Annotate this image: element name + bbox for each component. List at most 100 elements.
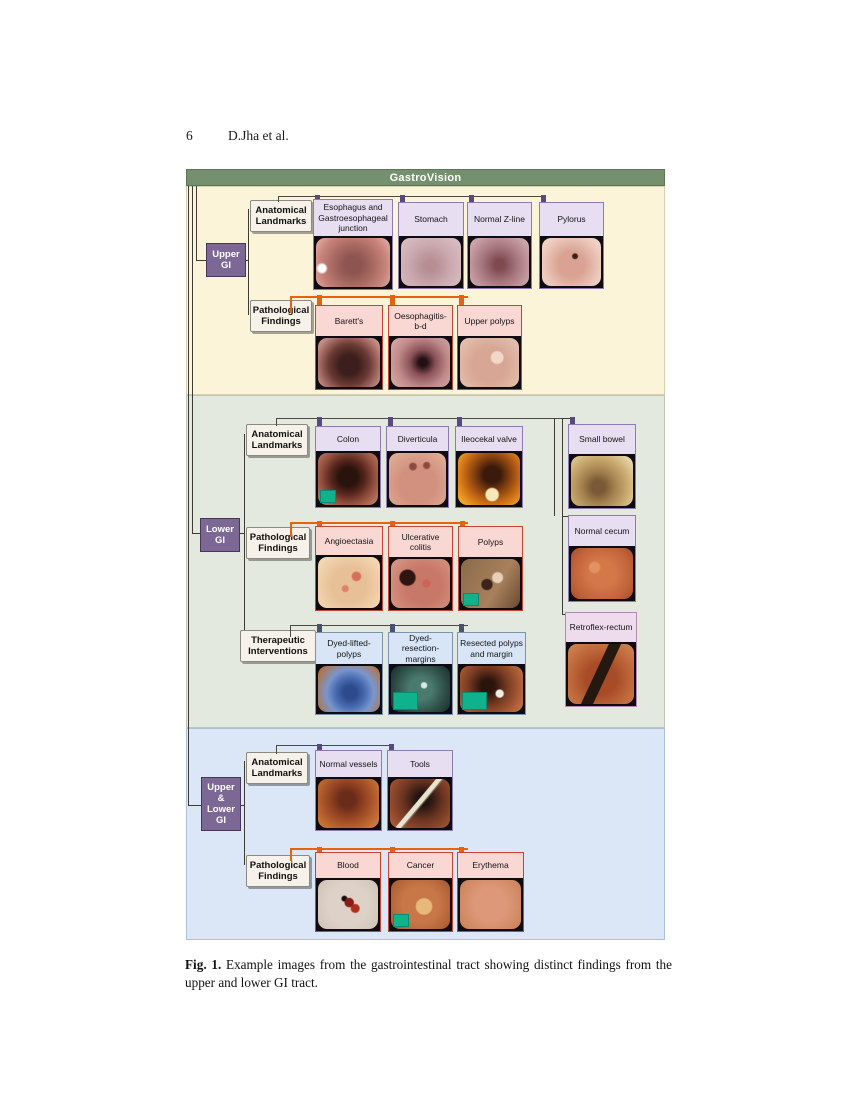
category-label: Pathological Findings xyxy=(246,855,310,887)
running-header: D.Jha et al. xyxy=(228,128,289,143)
connector-line xyxy=(562,516,572,518)
node-label-line: Upper xyxy=(212,249,240,260)
row-connector-drop xyxy=(276,418,278,426)
row-connector-line xyxy=(290,848,468,851)
endoscopy-image-retroflex-rectum xyxy=(566,642,636,706)
category-card-stomach: Stomach xyxy=(398,202,464,289)
card-label: Oesophagitis-b-d xyxy=(394,310,447,332)
endoscopy-view xyxy=(318,880,378,929)
row-connector-line xyxy=(290,296,468,299)
card-label: Normal vessels xyxy=(319,758,378,769)
endoscopy-image-pylorus xyxy=(540,236,603,288)
connector-line xyxy=(241,805,245,807)
connector-line xyxy=(192,533,200,535)
card-label: Tools xyxy=(410,758,430,769)
connector-line xyxy=(244,434,246,641)
green-annotation-box xyxy=(393,692,418,710)
card-label: Stomach xyxy=(414,214,448,225)
endoscopy-image-dyed-lifted-polyps xyxy=(316,664,382,714)
endoscopy-view xyxy=(318,666,380,712)
row-connector-line xyxy=(278,196,545,198)
card-label: Resected polyps and margin xyxy=(460,638,523,659)
endoscopy-view xyxy=(391,559,450,608)
endoscopy-image-polyps xyxy=(459,557,522,610)
card-label: Colon xyxy=(336,433,360,444)
category-card-upper-polyps: Upper polyps xyxy=(457,305,522,390)
category-card-diverticula: Diverticula xyxy=(386,426,449,508)
category-label-text: Pathological Findings xyxy=(252,305,310,327)
category-label: Anatomical Landmarks xyxy=(246,752,308,784)
endoscopy-view xyxy=(401,238,461,286)
card-label: Blood xyxy=(337,860,359,871)
card-label: Diverticula xyxy=(397,433,438,444)
card-label: Dyed-resection-margins xyxy=(401,632,440,664)
endoscopy-image-tools xyxy=(388,777,452,830)
tree-trunk-line xyxy=(188,186,190,805)
category-card-resected-polyps: Resected polyps and margin xyxy=(457,632,526,715)
endoscopy-image-resected-polyps xyxy=(458,664,525,714)
endoscopy-view xyxy=(542,238,601,286)
category-card-dyed-resection-margins: Dyed-resection-margins xyxy=(388,632,453,715)
page-number: 6 xyxy=(186,128,193,143)
card-label: Ileocekal valve xyxy=(461,433,517,444)
endoscopy-image-angioectasia xyxy=(316,555,382,610)
row-connector-drop xyxy=(290,296,293,313)
category-card-small-bowel: Small bowel xyxy=(568,424,636,509)
figure-title-bar: GastroVision xyxy=(186,169,665,186)
green-annotation-box xyxy=(462,692,487,710)
figure-title: GastroVision xyxy=(389,171,462,184)
card-label: Erythema xyxy=(472,860,509,871)
category-label: Pathological Findings xyxy=(246,527,310,559)
category-card-tools: Tools xyxy=(387,750,453,831)
card-label: Cancer xyxy=(406,860,435,871)
card-label: Polyps xyxy=(477,536,504,547)
card-label: Retroflex-rectum xyxy=(569,622,633,633)
connector-line xyxy=(196,260,206,262)
endoscopy-view xyxy=(458,453,520,505)
category-card-blood: Blood xyxy=(315,852,381,932)
tree-trunk-line xyxy=(192,186,194,533)
category-card-angioectasia: Angioectasia xyxy=(315,526,383,611)
category-card-normal-cecum: Normal cecum xyxy=(568,515,636,602)
row-connector-drop xyxy=(290,625,292,637)
connector-line xyxy=(248,209,250,315)
endoscopy-image-esophagus-gej xyxy=(314,236,392,289)
row-connector-drop xyxy=(278,196,280,202)
figure-caption-text: Example images from the gastrointestinal… xyxy=(185,957,672,990)
card-label: Small bowel xyxy=(579,434,625,445)
category-card-dyed-lifted-polyps: Dyed-lifted-polyps xyxy=(315,632,383,715)
connector-line xyxy=(246,260,249,262)
figure-caption: Fig. 1. Example images from the gastroin… xyxy=(185,956,672,992)
node-label-line: Lower xyxy=(206,524,234,535)
card-label: Upper polyps xyxy=(464,315,515,326)
endoscopy-image-ulcerative-colitis xyxy=(389,557,452,610)
node-label-line: Upper xyxy=(207,782,235,793)
category-label: Anatomical Landmarks xyxy=(246,424,308,456)
endoscopy-view xyxy=(318,779,379,828)
endoscopy-view xyxy=(318,338,380,387)
category-card-baretts: Barett's xyxy=(315,305,383,390)
endoscopy-image-colon xyxy=(316,451,380,507)
row-connector-line xyxy=(290,522,468,525)
endoscopy-image-blood xyxy=(316,878,380,931)
card-label: Barett's xyxy=(334,315,364,326)
endoscopy-image-upper-polyps xyxy=(458,336,521,389)
endoscopy-image-cancer xyxy=(389,878,452,931)
category-label: Pathological Findings xyxy=(250,300,312,332)
endoscopy-image-normal-vessels xyxy=(316,777,381,830)
category-card-polyps: Polyps xyxy=(458,526,523,611)
category-card-colon: Colon xyxy=(315,426,381,508)
endoscopy-view xyxy=(571,456,633,506)
connector-line xyxy=(554,418,556,516)
category-label-text: Anatomical Landmarks xyxy=(251,429,303,451)
category-card-ileocecal-valve: Ileocekal valve xyxy=(455,426,523,508)
endoscopy-image-oesophagitis xyxy=(389,336,452,389)
green-annotation-box xyxy=(463,593,479,606)
green-annotation-box xyxy=(393,914,409,927)
category-label-text: Therapeutic Interventions xyxy=(248,635,308,657)
node-label-line: GI xyxy=(215,815,227,826)
category-label: Anatomical Landmarks xyxy=(250,200,312,232)
